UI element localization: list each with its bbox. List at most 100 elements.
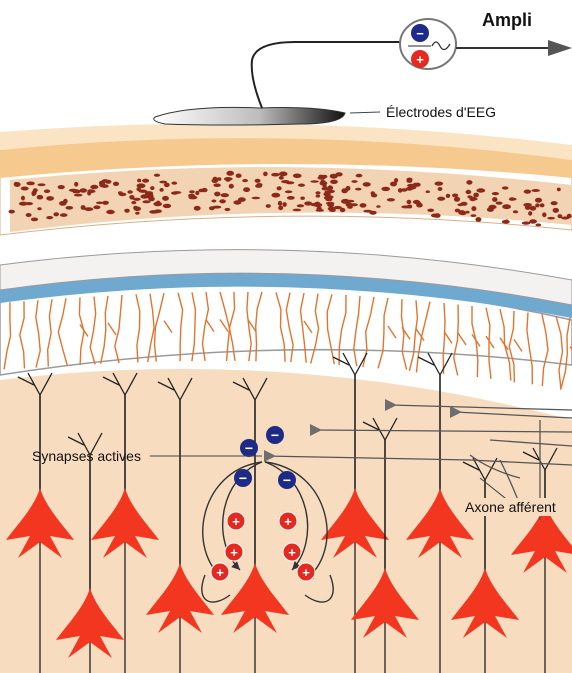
- skull-dot: [542, 212, 546, 217]
- skull-dot: [381, 187, 390, 191]
- positive-charge-symbol: +: [230, 545, 238, 560]
- skull-dot: [496, 202, 503, 205]
- skull-dot: [14, 182, 18, 187]
- skull-dot: [293, 174, 302, 179]
- skull-dot: [106, 210, 115, 214]
- skull-dot: [322, 175, 328, 179]
- skull-dot: [172, 182, 178, 185]
- skull-dot: [99, 183, 105, 187]
- skull-dot: [466, 190, 472, 194]
- skull-dot: [137, 179, 141, 183]
- skull-dot: [31, 218, 38, 222]
- skull-dot: [327, 203, 334, 207]
- skull-dot: [300, 197, 305, 200]
- skull-dot: [406, 187, 413, 191]
- skull-dot: [535, 223, 541, 226]
- skull-dot: [188, 194, 195, 198]
- skull-dot: [558, 214, 563, 218]
- skull-dot: [551, 201, 558, 205]
- skull-dot: [127, 190, 132, 194]
- skull-dot: [21, 187, 29, 191]
- skull-dot: [26, 182, 34, 186]
- skull-dot: [221, 193, 229, 197]
- skull-dot: [360, 203, 367, 208]
- skull-dot: [437, 197, 445, 201]
- skull-dot: [90, 185, 98, 189]
- skull-dot: [58, 185, 65, 189]
- skull-dot: [142, 200, 150, 203]
- skull-dot: [194, 206, 201, 211]
- skull-dot: [150, 186, 154, 190]
- skull-dot: [427, 209, 434, 212]
- skull-dot: [466, 180, 472, 185]
- skull-dot: [529, 219, 537, 223]
- skull-dot: [475, 217, 481, 222]
- skull-dot: [455, 209, 461, 213]
- skull-dot: [311, 203, 319, 206]
- skull-dot: [431, 214, 439, 218]
- skull-dot: [540, 203, 545, 207]
- positive-charge-symbol: +: [288, 545, 296, 560]
- skull-dot: [465, 211, 469, 214]
- skull-dot: [502, 204, 511, 209]
- skull-dot: [236, 174, 242, 178]
- skull-dot: [31, 192, 35, 196]
- skull-dot: [547, 217, 555, 220]
- positive-charge-symbol: +: [232, 514, 240, 529]
- negative-charge-symbol: −: [271, 427, 279, 443]
- skull-dot: [531, 189, 540, 192]
- skull-dot: [371, 191, 376, 195]
- amplifier: − + Ampli: [400, 10, 572, 69]
- skull-dot: [467, 195, 472, 198]
- skull-dot: [154, 174, 160, 177]
- skull-dot: [213, 177, 218, 181]
- skull-dot: [535, 203, 540, 207]
- skull-dot: [363, 182, 371, 187]
- skull-dot: [164, 183, 170, 188]
- skull-dot: [19, 202, 28, 206]
- skull-dot: [59, 201, 67, 206]
- positive-charge-symbol: +: [216, 565, 224, 580]
- electrode-wire: [252, 42, 402, 108]
- skull-dot: [44, 189, 50, 193]
- skull-dot: [113, 182, 119, 186]
- skull-dot: [413, 183, 418, 188]
- afferent-axon-label: Axone afférent: [465, 499, 556, 515]
- skull-dot: [472, 198, 477, 201]
- skull-dot: [72, 189, 81, 193]
- skull-dot: [298, 184, 305, 187]
- skull-dot: [80, 188, 87, 193]
- skull-dot: [243, 187, 250, 192]
- skull-dot: [131, 201, 136, 204]
- skull-dot: [225, 177, 231, 182]
- skull-dot: [242, 179, 248, 182]
- skull-dot: [488, 205, 496, 209]
- skull-dot: [330, 180, 338, 184]
- skull-dot: [195, 191, 199, 195]
- skull-dot: [471, 206, 476, 211]
- skull-dot: [297, 204, 304, 207]
- skull-dot: [279, 176, 284, 180]
- skull-dot: [212, 206, 221, 209]
- skull-dot: [93, 205, 100, 209]
- skull-dot: [492, 192, 499, 195]
- skull-dot: [530, 206, 537, 211]
- skull-dot: [252, 197, 261, 200]
- skull-dot: [390, 182, 397, 187]
- skull-dot: [255, 184, 262, 188]
- electrodes-label: Électrodes d'EEG: [386, 104, 496, 120]
- electrode-label-leader: [350, 112, 380, 113]
- skull-dot: [525, 205, 531, 210]
- skull-dot: [173, 191, 182, 194]
- skull-dot: [522, 221, 531, 224]
- skull-dot: [277, 186, 282, 190]
- skull-dot: [81, 205, 86, 210]
- skull-dot: [238, 197, 246, 202]
- skull-dot: [502, 186, 509, 189]
- skull-dot: [509, 197, 515, 201]
- skull-dot: [287, 196, 295, 200]
- skull-dot: [163, 204, 171, 208]
- skull-dot: [426, 190, 430, 193]
- negative-charge-symbol: −: [239, 470, 247, 486]
